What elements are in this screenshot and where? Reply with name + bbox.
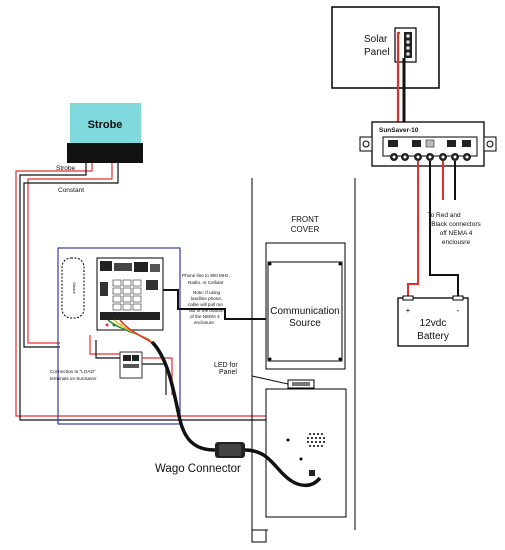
battery-minus: - bbox=[457, 306, 460, 315]
svg-text:of the NEMA 4: of the NEMA 4 bbox=[190, 314, 220, 319]
front-cover-label-2: COVER bbox=[291, 225, 320, 234]
comm-source-label-2: Source bbox=[289, 318, 321, 329]
junction-terminal bbox=[404, 32, 412, 58]
red-black-note: To Red and Black connectors off NEMA 4 e… bbox=[427, 212, 481, 246]
svg-text:Radio, or Cellular: Radio, or Cellular bbox=[188, 280, 224, 285]
battery: + - 12vdc Battery bbox=[397, 295, 469, 347]
keypad bbox=[112, 279, 142, 311]
sunsaver-label: SunSaver-10 bbox=[379, 127, 419, 134]
sunsaver-controller: SunSaver-10 bbox=[359, 121, 497, 167]
wago-cable: Wago Connector bbox=[150, 340, 322, 488]
svg-text:terminals on SunSaver: terminals on SunSaver bbox=[50, 376, 97, 381]
front-cover-label-1: FRONT bbox=[291, 215, 319, 224]
svg-text:Black connectors: Black connectors bbox=[431, 221, 481, 228]
strobe: Strobe bbox=[67, 103, 143, 163]
nema-enclosure: Strobe bbox=[57, 247, 181, 425]
solar-panel: Solar Panel bbox=[331, 6, 440, 125]
comm-source-label-1: Communication bbox=[270, 306, 339, 317]
communication-source-box bbox=[267, 261, 343, 362]
battery-wires bbox=[407, 161, 459, 299]
speaker-grille bbox=[307, 433, 325, 447]
svg-text:Connection to "LOAD": Connection to "LOAD" bbox=[50, 369, 96, 374]
wago-label: Wago Connector bbox=[155, 463, 241, 475]
svg-text:Strobe: Strobe bbox=[72, 282, 77, 295]
phone-line: Phone line to 900 MHz, Radio, or Cellula… bbox=[163, 273, 268, 325]
front-cover-column: FRONT COVER Communication Source bbox=[251, 178, 356, 543]
svg-text:Note: If using: Note: If using bbox=[193, 290, 221, 295]
terminal-block bbox=[388, 139, 471, 161]
relay-box bbox=[61, 257, 85, 319]
svg-text:To Red and: To Red and bbox=[427, 212, 461, 219]
battery-plus: + bbox=[406, 306, 411, 315]
led: LED for Panel bbox=[214, 362, 315, 389]
solar-panel-label-1: Solar bbox=[364, 34, 388, 45]
constant-wire-label: Constant bbox=[58, 187, 84, 194]
strobe-label: Strobe bbox=[88, 119, 123, 131]
board-wires bbox=[107, 319, 155, 345]
solar-panel-label-2: Panel bbox=[364, 47, 390, 58]
svg-text:Phone line to 900 MHz,: Phone line to 900 MHz, bbox=[182, 273, 230, 278]
circuit-board bbox=[96, 257, 164, 331]
battery-voltage: 12vdc bbox=[420, 318, 447, 329]
lower-panel bbox=[265, 388, 347, 518]
svg-text:enclosure: enclosure bbox=[194, 320, 214, 325]
svg-text:off NEMA 4: off NEMA 4 bbox=[440, 230, 473, 237]
svg-text:LED for: LED for bbox=[214, 362, 238, 369]
svg-text:landline phone,: landline phone, bbox=[191, 296, 222, 301]
strobe-wire-label: Strobe bbox=[56, 165, 76, 172]
svg-text:enclousre: enclousre bbox=[442, 239, 471, 246]
svg-text:cable will pull run: cable will pull run bbox=[188, 302, 223, 307]
battery-label: Battery bbox=[417, 331, 449, 342]
svg-text:Panel: Panel bbox=[219, 369, 237, 376]
svg-text:out of the bottom: out of the bottom bbox=[189, 308, 224, 313]
